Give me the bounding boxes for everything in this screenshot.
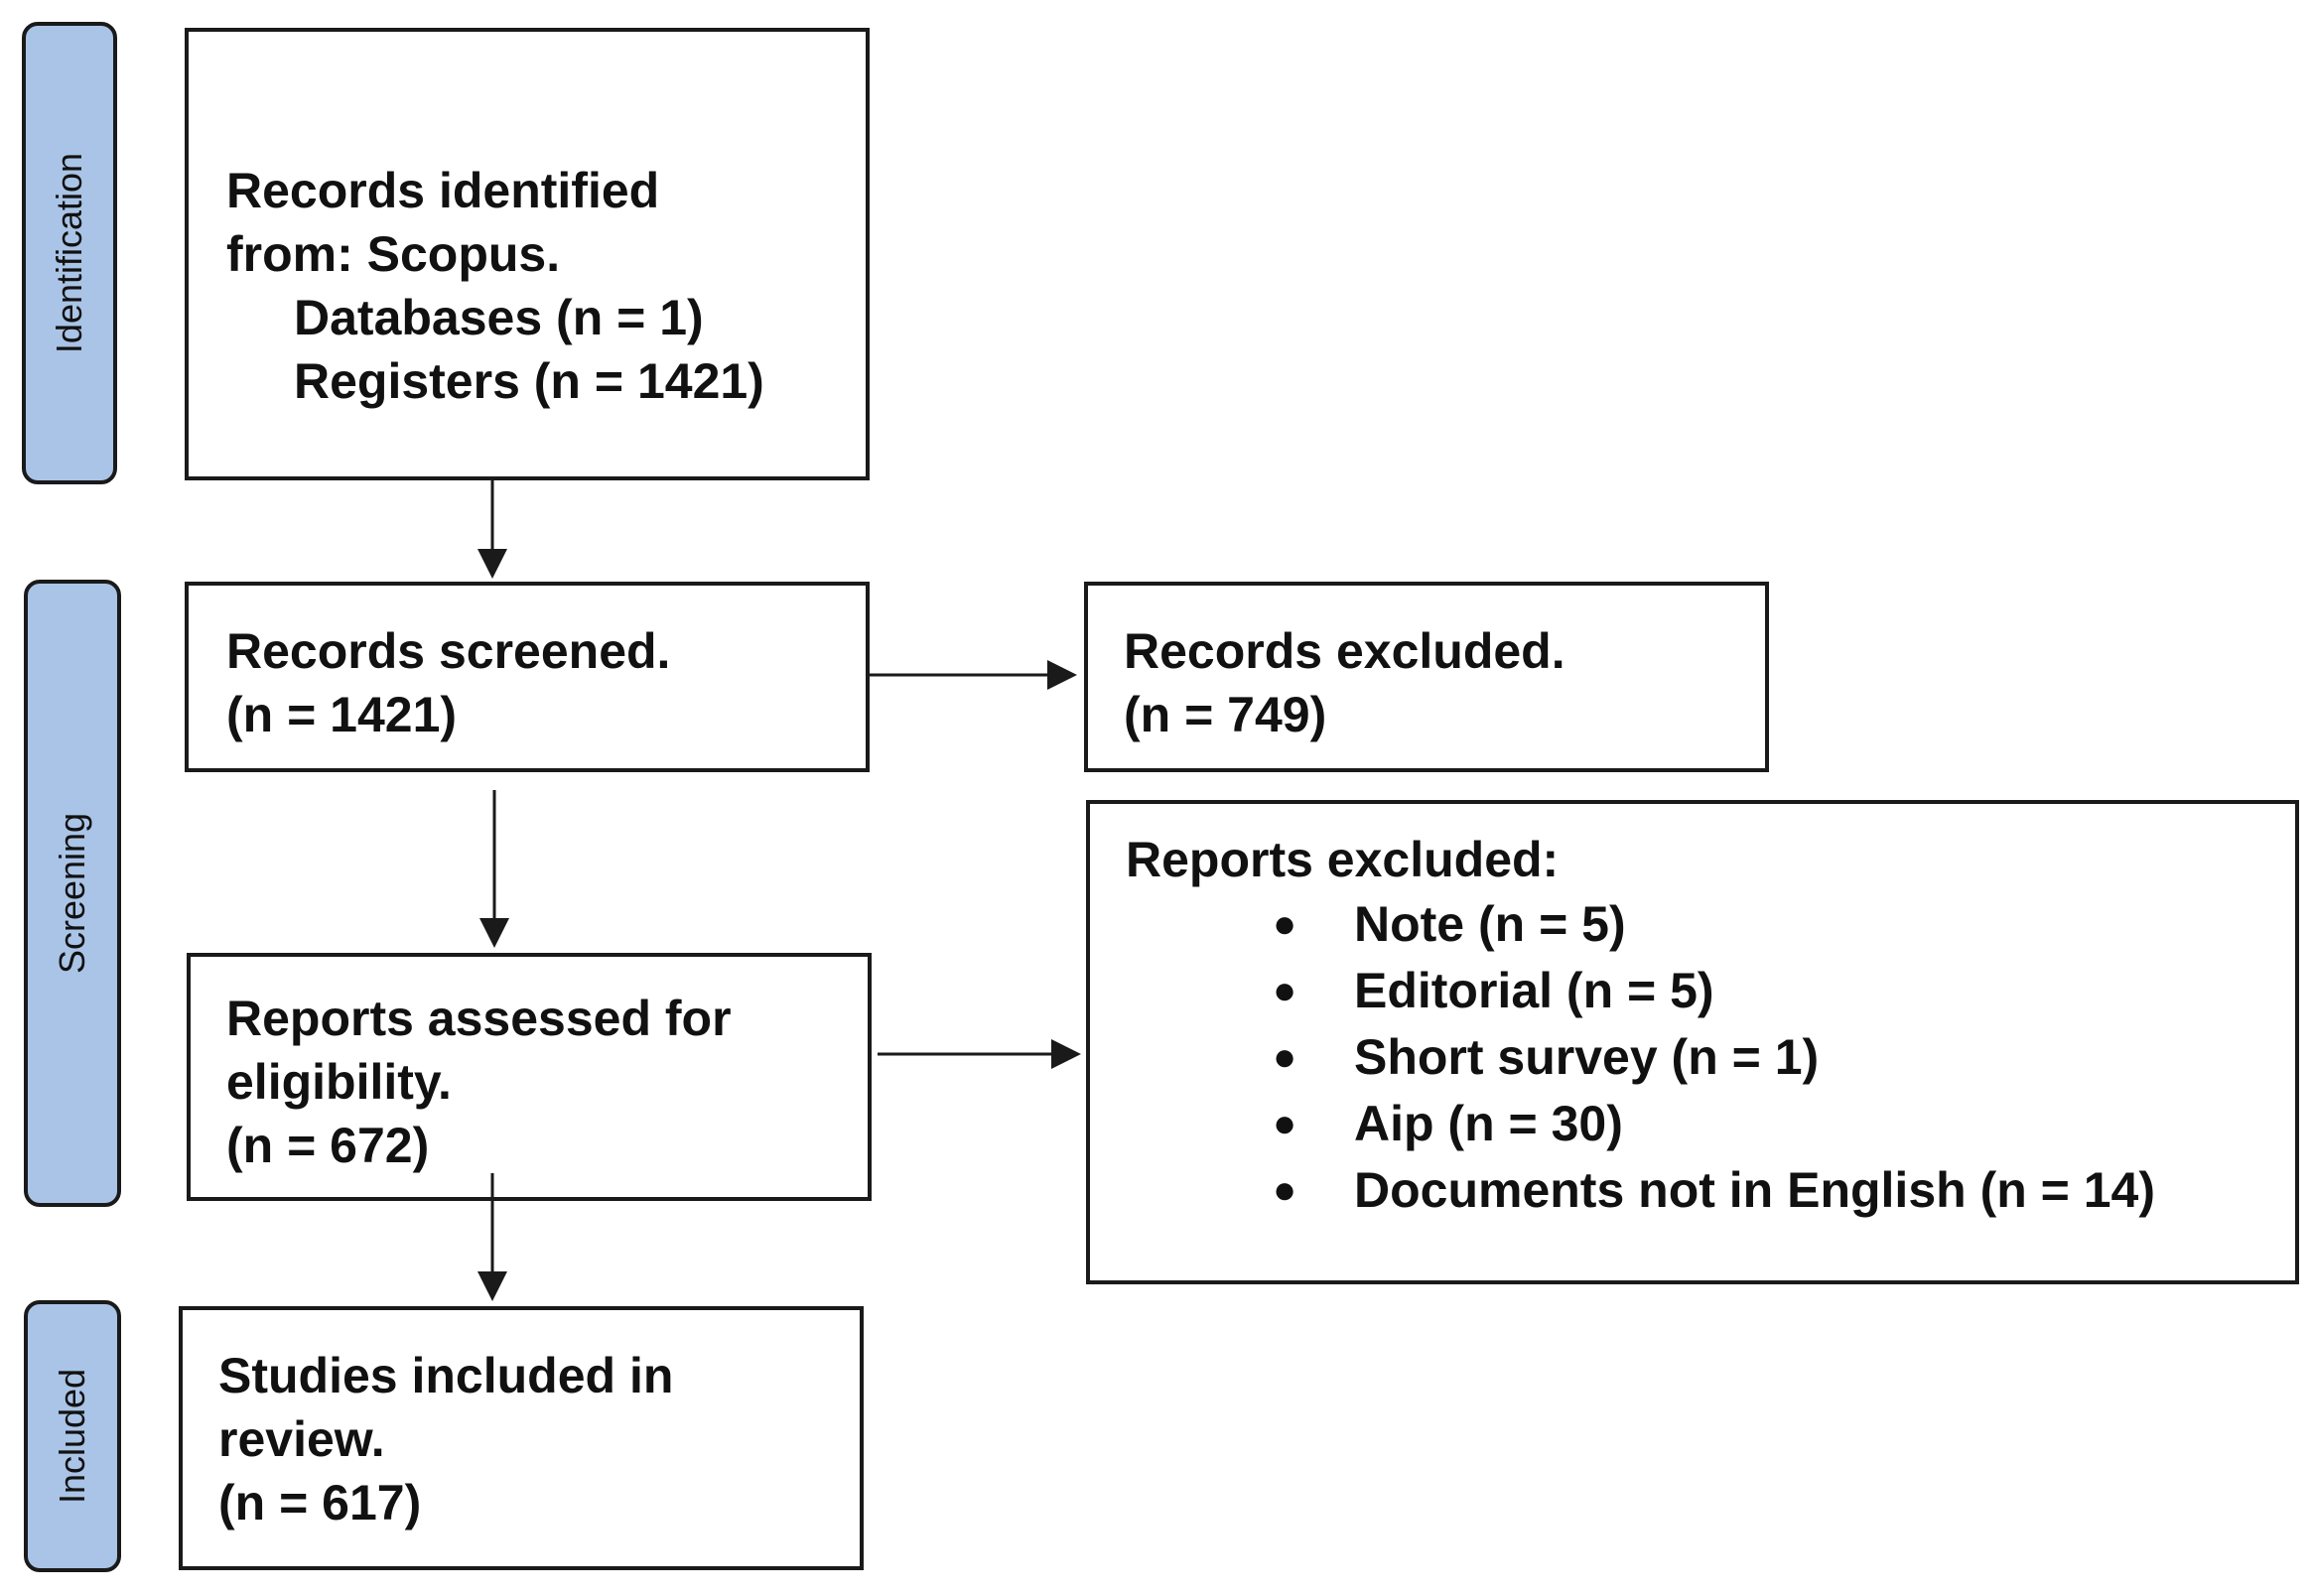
list-item: ● Note (n = 5) (1126, 891, 2295, 958)
registers-count: Registers (n = 1421) (294, 353, 764, 409)
studies-included-box: Studies included in review. (n = 617) (179, 1306, 864, 1570)
bullet-icon: ● (1273, 1102, 1297, 1145)
list-item-label: Aip (n = 30) (1354, 1096, 1623, 1151)
records-screened-count: (n = 1421) (226, 687, 458, 742)
reports-excluded-title: Reports excluded: (1126, 832, 1560, 887)
studies-included-line2: review. (218, 1411, 385, 1467)
studies-included-count: (n = 617) (218, 1475, 422, 1530)
reports-assessed-line1: Reports assessed for (226, 991, 732, 1046)
list-item: ● Editorial (n = 5) (1126, 958, 2295, 1024)
records-identified-box: Records identified from: Scopus. Databas… (185, 28, 870, 480)
stage-bar-screening: Screening (24, 580, 121, 1207)
reports-excluded-list: ● Note (n = 5) ● Editorial (n = 5) ● Short … (1126, 891, 2295, 1224)
reports-excluded-box: Reports excluded: ● Note (n = 5) ● Editori… (1086, 800, 2299, 1284)
list-item-label: Short survey (n = 1) (1354, 1029, 1820, 1085)
reports-assessed-line2: eligibility. (226, 1054, 452, 1110)
list-item: ● Short survey (n = 1) (1126, 1024, 2295, 1091)
bullet-icon: ● (1273, 1035, 1297, 1079)
records-excluded-box: Records excluded. (n = 749) (1084, 582, 1769, 772)
databases-count: Databases (n = 1) (294, 290, 704, 345)
stage-bar-identification: Identification (22, 22, 117, 484)
list-item: ● Aip (n = 30) (1126, 1091, 2295, 1157)
records-excluded-count: (n = 749) (1124, 687, 1327, 742)
bullet-icon: ● (1273, 969, 1297, 1012)
list-item: ● Documents not in English (n = 14) (1126, 1157, 2295, 1224)
reports-assessed-box: Reports assessed for eligibility. (n = 6… (187, 953, 872, 1201)
records-excluded-title: Records excluded. (1124, 623, 1565, 679)
list-item-label: Documents not in English (n = 14) (1354, 1162, 2156, 1218)
bullet-icon: ● (1273, 902, 1297, 946)
stage-bar-included: Included (24, 1300, 121, 1572)
list-item-label: Editorial (n = 5) (1354, 963, 1714, 1018)
records-screened-box: Records screened. (n = 1421) (185, 582, 870, 772)
reports-assessed-count: (n = 672) (226, 1118, 430, 1173)
records-identified-line1: Records identified (226, 163, 660, 218)
records-screened-title: Records screened. (226, 623, 671, 679)
list-item-label: Note (n = 5) (1354, 896, 1626, 952)
records-identified-line2: from: Scopus. (226, 226, 561, 282)
studies-included-line1: Studies included in (218, 1348, 674, 1403)
bullet-icon: ● (1273, 1168, 1297, 1212)
